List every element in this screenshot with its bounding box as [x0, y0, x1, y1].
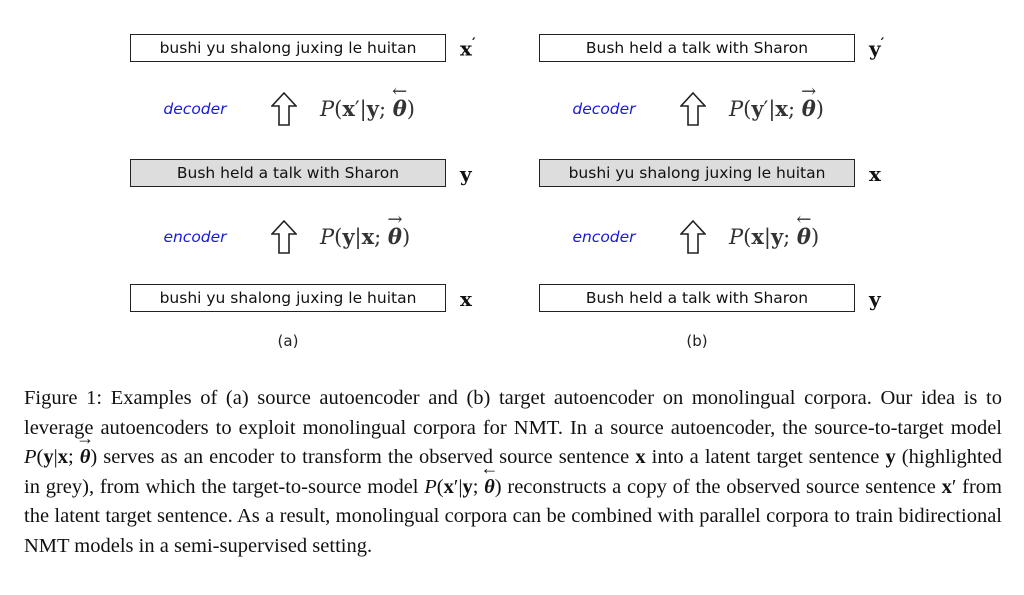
- theta-forward: →θ: [76, 428, 95, 468]
- panel-b-mid-var: x: [869, 162, 881, 186]
- panel-a-bot-box: bushi yu shalong juxing le huitan: [130, 284, 446, 312]
- right-arrow-accent-icon: →: [76, 428, 95, 448]
- panel-b-mid-text: bushi yu shalong juxing le huitan: [568, 164, 826, 182]
- panel-b-encoder-formula: P(x|y; ←θ): [729, 209, 820, 250]
- prime-mark: ′: [471, 36, 476, 52]
- panel-a-top-text: bushi yu shalong juxing le huitan: [159, 39, 417, 57]
- panel-b-bot-box: Bush held a talk with Sharon: [539, 284, 855, 312]
- theta-forward: →θ: [801, 81, 817, 122]
- theta-backward: ←θ: [392, 81, 408, 122]
- panel-a-label: (a): [277, 332, 299, 350]
- theta-backward: ←θ: [480, 457, 499, 498]
- right-arrow-accent-icon: →: [387, 209, 403, 230]
- panel-a-top-var: x′: [460, 36, 476, 61]
- hollow-up-arrow-icon: [271, 92, 297, 126]
- left-arrow-accent-icon: ←: [796, 209, 812, 230]
- panel-b-encoder-label: encoder: [572, 228, 636, 246]
- panel-b-decoder-formula: P(y′|x; →θ): [729, 81, 824, 122]
- panel-b-top-var: y′: [869, 36, 885, 61]
- panel-b-label: (b): [686, 332, 708, 350]
- panel-a-mid-var: y: [460, 162, 472, 186]
- panel-a-mid-box: Bush held a talk with Sharon: [130, 159, 446, 187]
- panel-a: bushi yu shalong juxing le huitan x′ dec…: [130, 0, 550, 360]
- panel-a-bot-text: bushi yu shalong juxing le huitan: [159, 289, 417, 307]
- panel-b-top-box: Bush held a talk with Sharon: [539, 34, 855, 62]
- panel-b-top-text: Bush held a talk with Sharon: [585, 39, 809, 57]
- theta-backward: ←θ: [796, 209, 812, 250]
- hollow-up-arrow-icon: [680, 220, 706, 254]
- panel-a-encoder-label: encoder: [163, 228, 227, 246]
- right-arrow-accent-icon: →: [801, 81, 817, 102]
- figure-caption: Figure 1: Examples of (a) source autoenc…: [24, 387, 1003, 557]
- panel-a-bot-var: x: [460, 287, 472, 311]
- prime-mark: ′: [880, 36, 885, 52]
- panel-b-bot-var: y: [869, 287, 881, 311]
- hollow-up-arrow-icon: [271, 220, 297, 254]
- theta-forward: →θ: [387, 209, 403, 250]
- panel-a-decoder-formula: P(x′|y; ←θ): [320, 81, 415, 122]
- panel-b: Bush held a talk with Sharon y′ decoder …: [539, 0, 959, 360]
- panel-b-bot-text: Bush held a talk with Sharon: [585, 289, 809, 307]
- left-arrow-accent-icon: ←: [480, 457, 499, 478]
- left-arrow-accent-icon: ←: [392, 81, 408, 102]
- panel-b-mid-box: bushi yu shalong juxing le huitan: [539, 159, 855, 187]
- panel-a-encoder-formula: P(y|x; →θ): [320, 209, 411, 250]
- panel-a-decoder-label: decoder: [163, 100, 227, 118]
- hollow-up-arrow-icon: [680, 92, 706, 126]
- panel-a-mid-text: Bush held a talk with Sharon: [176, 164, 400, 182]
- panel-b-decoder-label: decoder: [572, 100, 636, 118]
- panel-a-top-box: bushi yu shalong juxing le huitan: [130, 34, 446, 62]
